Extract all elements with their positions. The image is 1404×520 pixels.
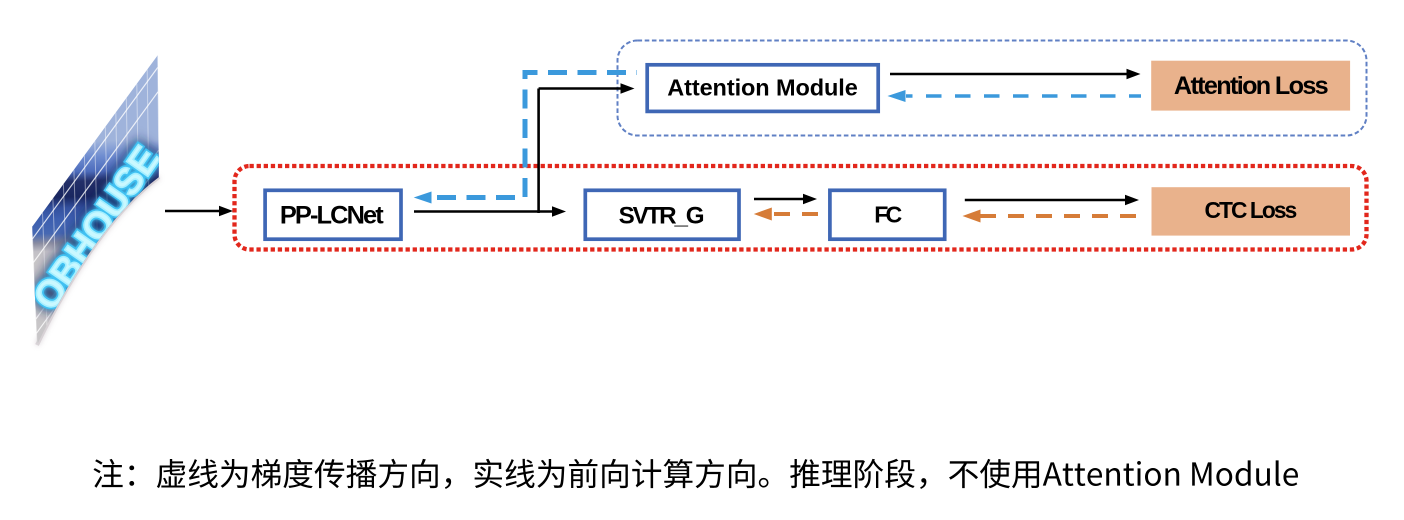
svg-text:Attention Loss: Attention Loss (1174, 72, 1329, 100)
svg-text:SVTR_G: SVTR_G (619, 202, 705, 229)
svg-text:FC: FC (874, 202, 902, 228)
svg-text:PP-LCNet: PP-LCNet (280, 202, 384, 230)
svg-text:CTC Loss: CTC Loss (1205, 197, 1298, 223)
svg-text:Attention Module: Attention Module (667, 74, 858, 100)
